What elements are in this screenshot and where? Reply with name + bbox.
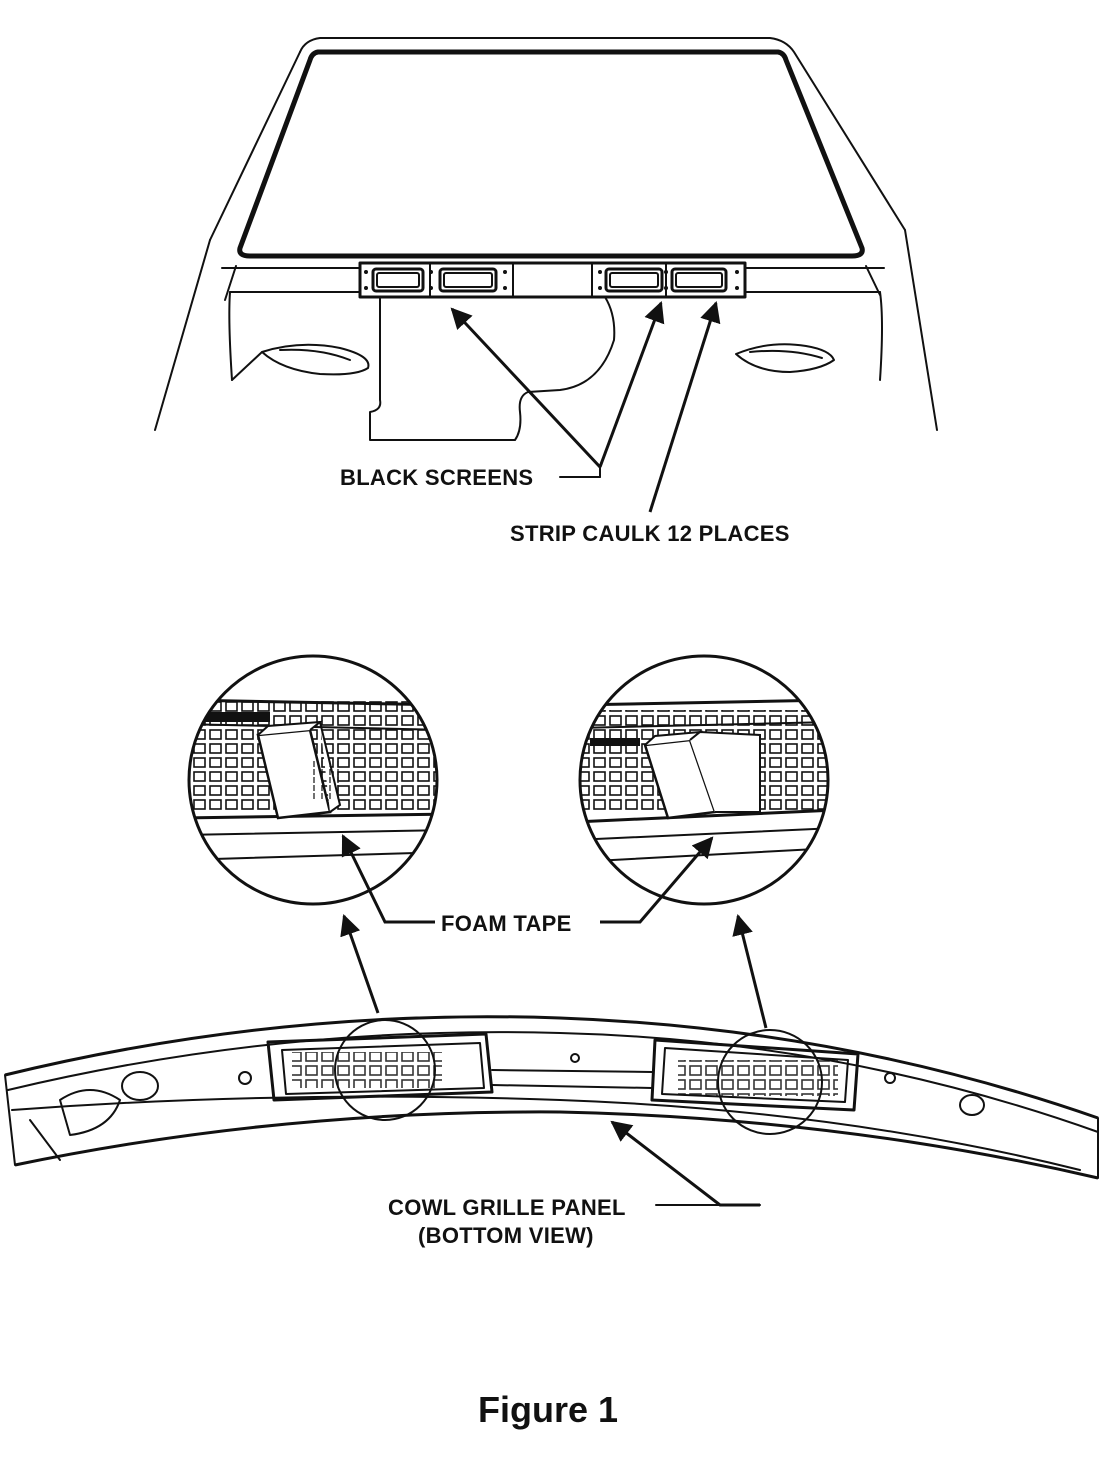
cowl-panel-label-line1: COWL GRILLE PANEL	[388, 1195, 626, 1220]
magnify-ring-right	[717, 1029, 823, 1135]
detail-circle-right	[578, 654, 830, 906]
cowl-panel-label-line2: (BOTTOM VIEW)	[418, 1223, 594, 1248]
figure-caption: Figure 1	[478, 1389, 618, 1430]
cowl-grille-top	[358, 261, 747, 299]
black-screen-4	[670, 267, 728, 293]
strip-caulk-label: STRIP CAULK 12 PLACES	[510, 521, 790, 546]
windshield-view	[154, 37, 938, 441]
cowl-grille-panel-bottom	[4, 1015, 1099, 1180]
black-screen-2	[438, 267, 498, 293]
black-screen-1	[371, 267, 425, 293]
top-callouts	[450, 300, 721, 513]
detail-circle-left	[187, 654, 439, 906]
black-screens-label: BLACK SCREENS	[340, 465, 533, 490]
strip-caulk-dots	[364, 270, 739, 290]
windshield	[237, 49, 865, 259]
foam-tape-label: FOAM TAPE	[441, 911, 572, 936]
magnify-ring-left	[334, 1019, 436, 1121]
wiper-pivot-left	[231, 343, 370, 381]
wiper-pivot-right	[735, 343, 835, 373]
foam-tape-callouts	[341, 834, 714, 924]
black-screen-3	[604, 267, 664, 293]
